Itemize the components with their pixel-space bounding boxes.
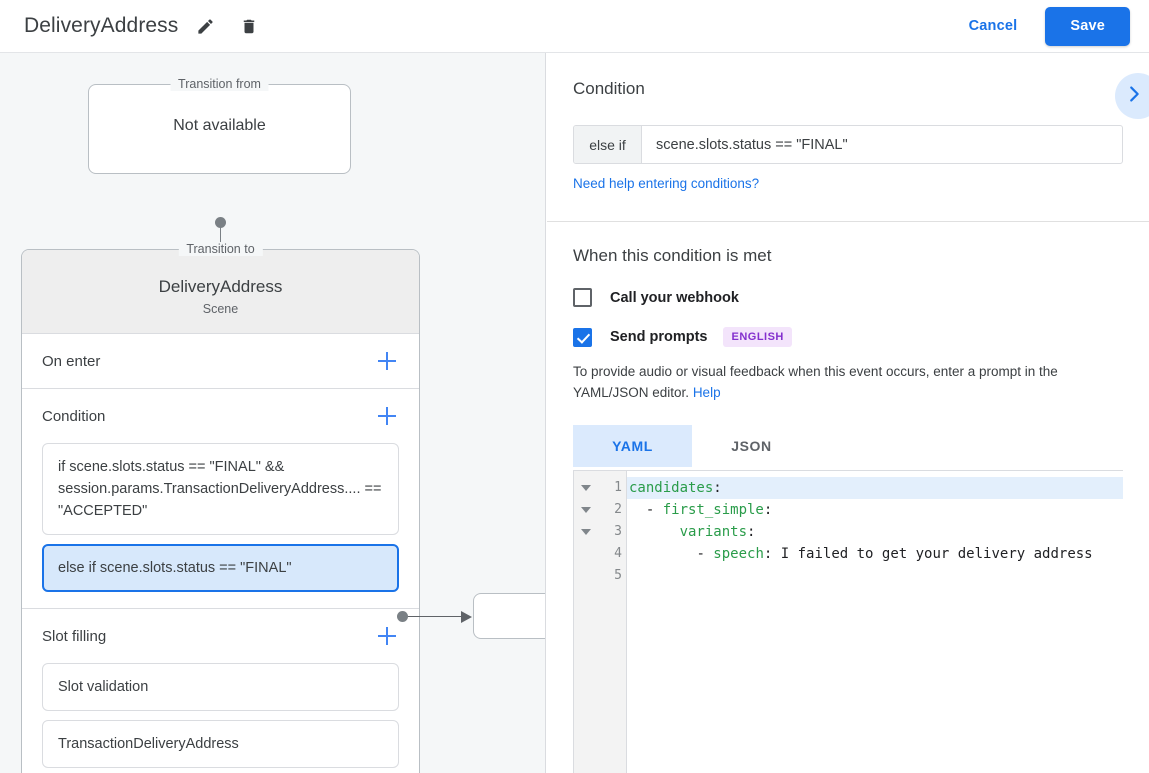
condition-section: Condition else if Need help entering con… [547, 53, 1149, 222]
section-title-slot-filling: Slot filling [42, 627, 107, 645]
transition-from-value: Not available [173, 117, 266, 134]
code-line [627, 565, 1123, 587]
section-on-enter: On enter [22, 334, 419, 389]
condition-help-link[interactable]: Need help entering conditions? [573, 176, 760, 191]
section-title-on-enter: On enter [42, 352, 101, 370]
send-prompts-label: Send prompts [610, 329, 708, 345]
code-line: candidates: [627, 477, 1123, 499]
condition-input-row: else if [573, 125, 1123, 164]
section-header-slot-filling: Slot filling [42, 609, 399, 663]
condition-detail-pane: Condition else if Need help entering con… [547, 53, 1149, 773]
yaml-code-editor[interactable]: 1 2 3 4 5 candidates: - first_simple: va… [573, 470, 1123, 773]
save-button[interactable]: Save [1045, 6, 1130, 46]
slot-list-item[interactable]: Slot validation [42, 663, 399, 711]
fold-toggle-icon[interactable] [574, 477, 598, 499]
tab-yaml[interactable]: YAML [573, 425, 692, 467]
scene-subtitle: Scene [202, 302, 239, 316]
scene-graph-pane: Transition from Not available Transition… [0, 53, 546, 773]
connector-dot [215, 217, 226, 228]
chevron-right-icon [1130, 83, 1145, 110]
code-line: - first_simple: [645, 502, 773, 518]
condition-expression-input[interactable] [642, 126, 1122, 163]
line-number: 5 [614, 568, 622, 583]
section-slot-filling: Slot filling Slot validation Transaction… [22, 609, 419, 773]
section-header-on-enter: On enter [42, 334, 399, 388]
slot-filling-list: Slot validation TransactionDeliveryAddre… [42, 663, 399, 773]
selected-condition-connector-line [406, 615, 469, 617]
send-prompts-row[interactable]: Send prompts ENGLISH [573, 327, 1123, 347]
when-condition-met-section: When this condition is met Call your web… [547, 222, 1149, 773]
delete-button[interactable] [232, 9, 266, 43]
tab-json[interactable]: JSON [731, 438, 772, 454]
edit-title-button[interactable] [188, 9, 222, 43]
code-line-numbers: 1 2 3 4 5 [599, 471, 627, 773]
add-condition-button[interactable] [375, 404, 399, 428]
section-condition: Condition if scene.slots.status == "FINA… [22, 389, 419, 609]
code-line: - speech: I failed to get your delivery … [696, 546, 1093, 562]
slot-list-item[interactable]: TransactionDeliveryAddress [42, 720, 399, 768]
prompt-description: To provide audio or visual feedback when… [573, 361, 1123, 403]
scene-header: DeliveryAddress Scene [22, 250, 419, 334]
prompt-description-text: To provide audio or visual feedback when… [573, 364, 1058, 400]
code-fold-gutter [574, 471, 599, 773]
condition-list: if scene.slots.status == "FINAL" && sess… [42, 443, 399, 608]
transition-from-legend: Transition from [170, 77, 269, 91]
editor-format-tabs: YAML JSON [573, 425, 1123, 467]
call-webhook-checkbox[interactable] [573, 288, 592, 307]
fold-toggle-icon[interactable] [574, 521, 598, 543]
app-header: DeliveryAddress Cancel Save [0, 0, 1149, 53]
code-content[interactable]: candidates: - first_simple: variants: - … [627, 471, 1123, 773]
line-number: 3 [614, 524, 622, 539]
line-number: 4 [614, 546, 622, 561]
transition-to-legend: Transition to [178, 242, 263, 256]
trash-icon [240, 17, 258, 36]
scene-name: DeliveryAddress [158, 277, 283, 296]
condition-operator-label: else if [574, 126, 642, 163]
condition-list-item-selected[interactable]: else if scene.slots.status == "FINAL" [42, 544, 399, 592]
expand-panel-button[interactable] [1115, 73, 1149, 119]
transition-from-node[interactable]: Transition from Not available [88, 77, 351, 174]
fold-spacer [574, 565, 598, 587]
fold-spacer [574, 543, 598, 565]
when-met-heading: When this condition is met [573, 246, 772, 265]
webhook-row[interactable]: Call your webhook [573, 288, 1123, 307]
add-slot-button[interactable] [375, 624, 399, 648]
scene-card: Transition to DeliveryAddress Scene On e… [21, 242, 420, 773]
section-title-condition: Condition [42, 407, 106, 425]
selected-condition-arrow-icon [461, 611, 472, 623]
condition-heading: Condition [573, 79, 645, 98]
line-number: 2 [614, 502, 622, 517]
page-title: DeliveryAddress [24, 14, 179, 37]
call-webhook-label: Call your webhook [610, 289, 739, 306]
pencil-icon [196, 17, 215, 36]
next-transition-node[interactable] [473, 593, 545, 639]
code-line: variants: [679, 524, 756, 540]
section-header-condition: Condition [42, 389, 399, 443]
cancel-button[interactable]: Cancel [955, 9, 1032, 43]
prompt-help-link[interactable]: Help [692, 385, 721, 400]
selected-condition-connector-dot [397, 611, 408, 622]
fold-toggle-icon[interactable] [574, 499, 598, 521]
condition-list-item[interactable]: if scene.slots.status == "FINAL" && sess… [42, 443, 399, 535]
connector-line [219, 223, 221, 258]
add-on-enter-button[interactable] [375, 349, 399, 373]
language-badge: ENGLISH [723, 327, 792, 347]
send-prompts-checkbox[interactable] [573, 327, 592, 347]
line-number: 1 [614, 480, 622, 495]
